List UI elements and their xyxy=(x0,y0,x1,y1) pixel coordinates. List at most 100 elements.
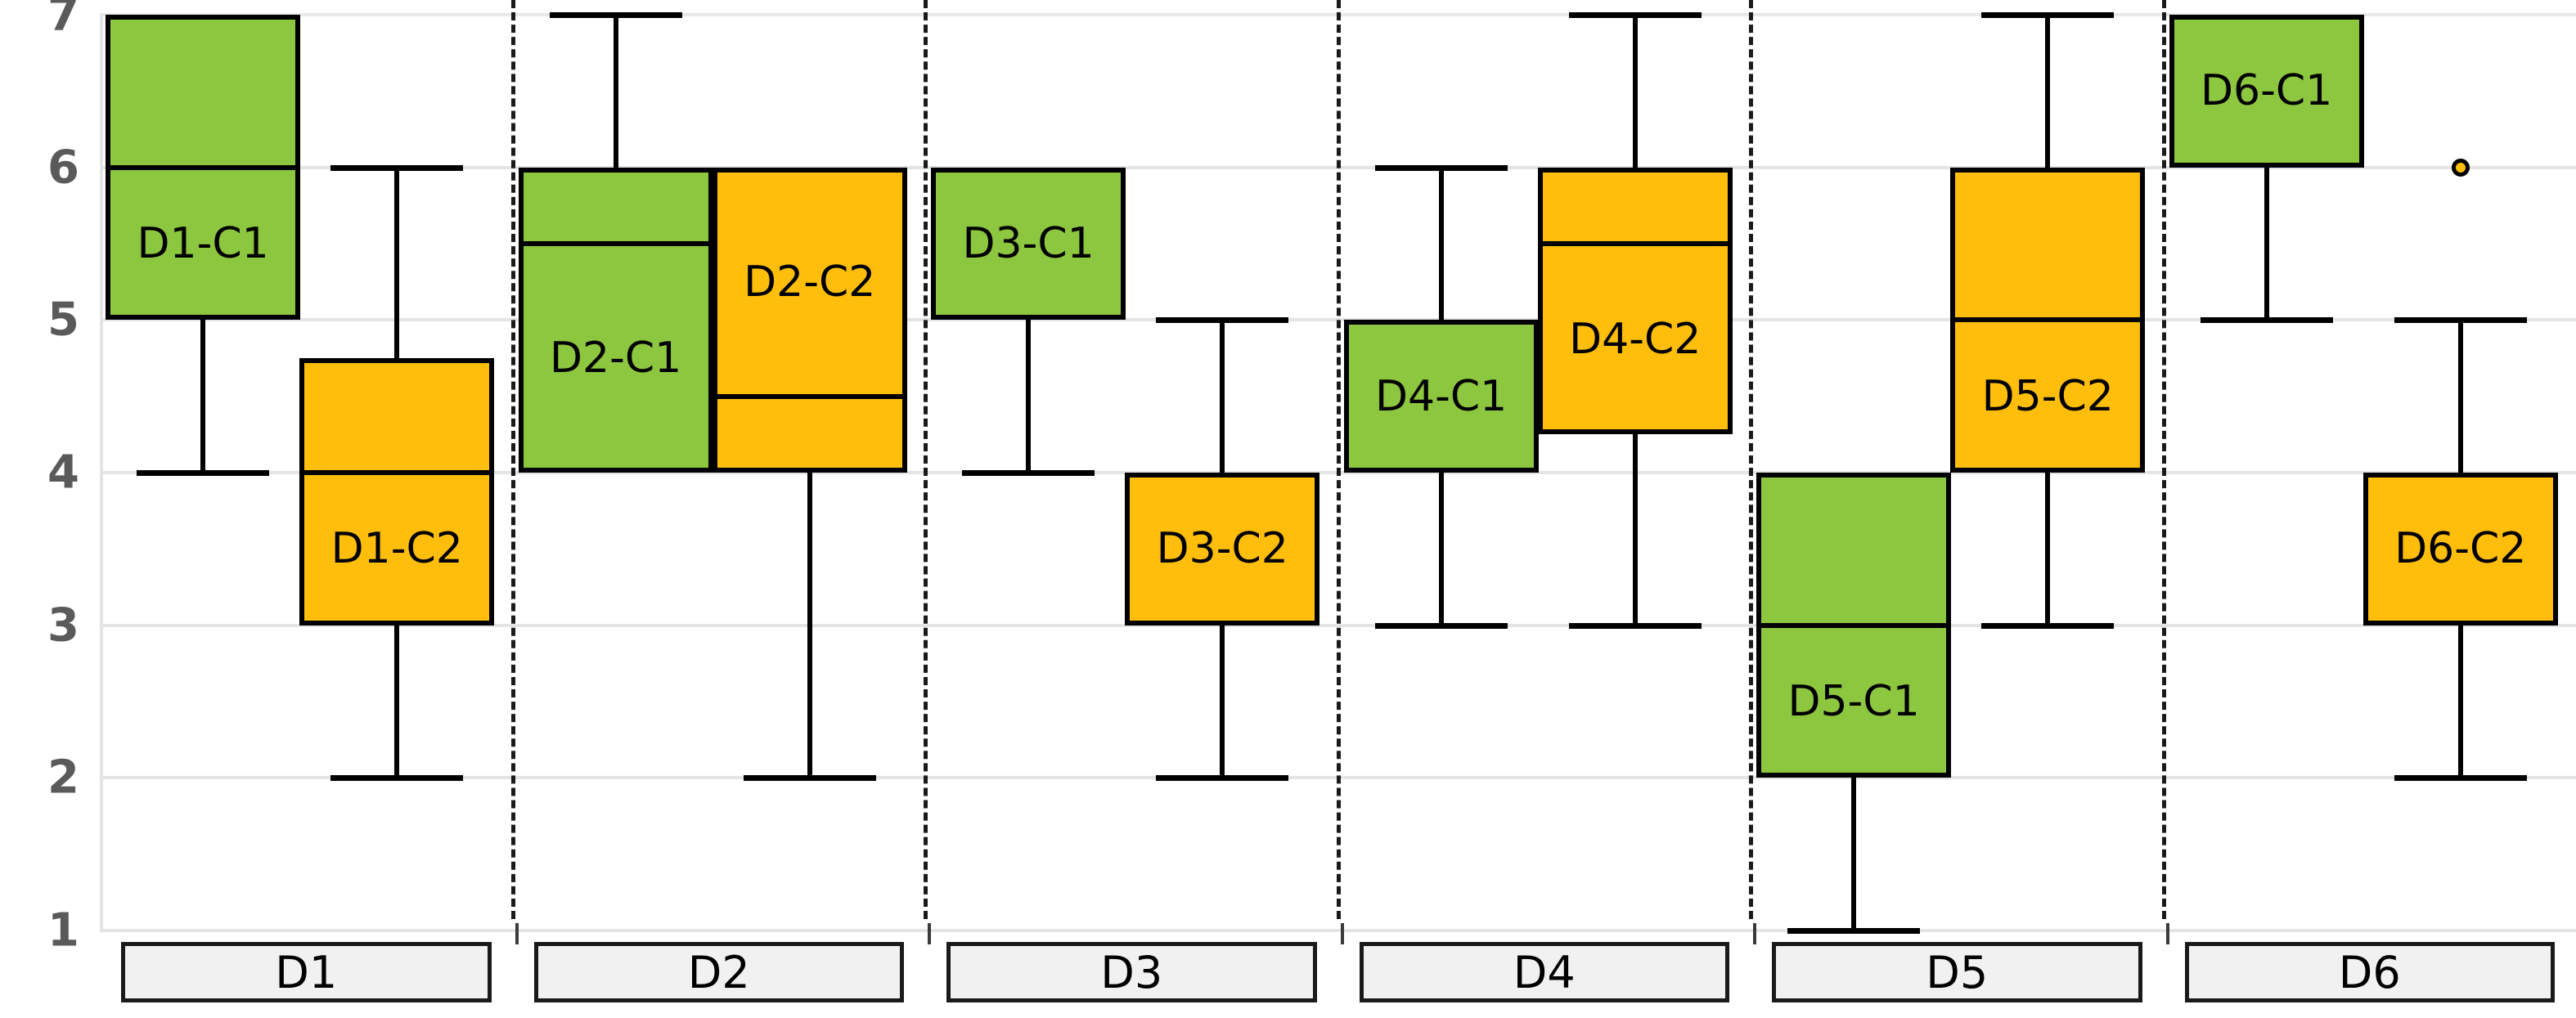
box-d1-c2[interactable]: D1-C2 xyxy=(299,358,495,626)
whisker-cap-lower-D3-C2 xyxy=(1156,775,1289,782)
box-d6-c1[interactable]: D6-C1 xyxy=(2169,15,2364,168)
box-d5-c2[interactable]: D5-C2 xyxy=(1950,167,2146,473)
whisker-cap-lower-D1-C1 xyxy=(137,470,270,476)
x-axis-group-d6[interactable]: D6 xyxy=(2165,923,2555,1002)
box-label-d3-c1: D3-C1 xyxy=(962,218,1095,268)
whisker-cap-lower-D4-C1 xyxy=(1374,622,1508,629)
whisker-lower-D6-C1 xyxy=(2264,167,2269,321)
whisker-lower-D4-C1 xyxy=(1438,473,1444,626)
whisker-upper-D6-C2 xyxy=(2457,320,2463,473)
box-label-d3-c2: D3-C2 xyxy=(1156,524,1288,574)
whisker-cap-lower-D3-C1 xyxy=(962,470,1095,476)
box-d6-c2[interactable]: D6-C2 xyxy=(2362,473,2558,626)
y-tick-label-6: 6 xyxy=(47,141,79,195)
y-axis: 1 2 3 4 5 6 7 xyxy=(0,0,97,957)
y-tick-label-2: 2 xyxy=(47,751,79,805)
y-tick-label-1: 1 xyxy=(47,904,79,957)
whisker-cap-lower-D5-C1 xyxy=(1787,928,1921,934)
median-line-d1-c2 xyxy=(304,470,490,475)
whisker-cap-lower-D6-C2 xyxy=(2394,775,2527,782)
whisker-lower-D1-C1 xyxy=(200,320,206,473)
box-d4-c1[interactable]: D4-C1 xyxy=(1343,320,1539,473)
whisker-lower-D5-C2 xyxy=(2045,473,2051,626)
whisker-cap-upper-D3-C2 xyxy=(1156,317,1289,324)
x-tick-2 xyxy=(928,923,931,944)
whisker-upper-D1-C2 xyxy=(394,167,400,358)
whisker-cap-lower-D2-C2 xyxy=(743,775,876,782)
y-tick-label-3: 3 xyxy=(47,599,79,653)
whisker-cap-upper-D4-C2 xyxy=(1568,12,1702,18)
whisker-upper-D5-C2 xyxy=(2045,15,2051,168)
box-label-d6-c1: D6-C1 xyxy=(2200,66,2333,116)
median-line-d1-c1 xyxy=(110,164,296,170)
outlier-point-d6-c2-0 xyxy=(2451,158,2470,177)
box-label-d1-c1: D1-C1 xyxy=(137,219,269,268)
box-d3-c1[interactable]: D3-C1 xyxy=(931,167,1126,321)
whisker-lower-D4-C2 xyxy=(1632,434,1638,626)
x-axis: D1 D2 D3 D4 D5 D6 xyxy=(0,923,2576,1006)
x-axis-group-d1[interactable]: D1 xyxy=(121,942,492,1002)
box-label-d4-c1: D4-C1 xyxy=(1374,371,1508,421)
box-label-d2-c1: D2-C1 xyxy=(549,333,682,383)
whisker-upper-D2-C1 xyxy=(613,15,618,168)
median-line-d4-c2 xyxy=(1542,240,1728,246)
box-d2-c1[interactable]: D2-C1 xyxy=(518,167,713,473)
x-axis-group-d2[interactable]: D2 xyxy=(515,923,904,1002)
group-separator-2 xyxy=(924,0,928,919)
y-axis-spine xyxy=(100,15,103,932)
whisker-lower-D5-C1 xyxy=(1851,778,1857,931)
whisker-upper-D4-C1 xyxy=(1438,167,1444,321)
median-line-d5-c1 xyxy=(1761,622,1947,628)
whisker-cap-upper-D2-C1 xyxy=(549,12,682,18)
box-label-d4-c2: D4-C2 xyxy=(1569,314,1702,364)
whisker-upper-D4-C2 xyxy=(1632,15,1638,168)
box-d4-c2[interactable]: D4-C2 xyxy=(1537,167,1733,435)
group-separator-5 xyxy=(2161,0,2166,919)
x-axis-group-d3[interactable]: D3 xyxy=(928,923,1317,1002)
group-separator-1 xyxy=(510,0,515,919)
median-line-d2-c1 xyxy=(523,240,708,246)
box-label-d6-c2: D6-C2 xyxy=(2394,524,2527,574)
y-tick-label-4: 4 xyxy=(47,446,79,500)
box-d1-c1[interactable]: D1-C1 xyxy=(106,15,301,321)
whisker-cap-lower-D1-C2 xyxy=(330,775,464,782)
box-label-d1-c2: D1-C2 xyxy=(330,524,463,574)
whisker-upper-D3-C2 xyxy=(1220,320,1225,473)
box-d2-c2[interactable]: D2-C2 xyxy=(712,167,907,473)
median-line-d2-c2 xyxy=(717,393,902,399)
group-separator-3 xyxy=(1336,0,1341,919)
x-axis-group-d5[interactable]: D5 xyxy=(1753,923,2142,1002)
whisker-cap-upper-D5-C2 xyxy=(1981,12,2115,18)
whisker-cap-upper-D1-C2 xyxy=(330,164,464,171)
whisker-lower-D1-C2 xyxy=(394,625,400,778)
whisker-cap-upper-D6-C2 xyxy=(2394,317,2527,324)
whisker-cap-upper-D4-C1 xyxy=(1374,164,1508,171)
y-tick-label-5: 5 xyxy=(47,293,79,347)
whisker-cap-lower-D6-C1 xyxy=(2200,317,2333,324)
y-tick-label-7: 7 xyxy=(47,0,79,42)
x-axis-group-label-d3: D3 xyxy=(1100,946,1163,998)
box-label-d5-c2: D5-C2 xyxy=(1981,371,2114,421)
whisker-lower-D3-C2 xyxy=(1220,625,1225,778)
x-tick-5 xyxy=(2165,923,2169,944)
whisker-lower-D2-C2 xyxy=(807,473,812,778)
x-tick-4 xyxy=(1753,923,1756,944)
gridline-1 xyxy=(100,929,2576,932)
whisker-cap-lower-D4-C2 xyxy=(1568,622,1702,629)
x-axis-group-label-d4: D4 xyxy=(1513,946,1576,998)
x-axis-group-label-d1: D1 xyxy=(275,946,338,998)
box-label-d5-c1: D5-C1 xyxy=(1787,677,1920,726)
whisker-lower-D6-C2 xyxy=(2457,625,2463,778)
whisker-cap-lower-D5-C2 xyxy=(1981,622,2115,629)
x-axis-group-label-d5: D5 xyxy=(1926,946,1989,998)
x-axis-group-label-d2: D2 xyxy=(687,946,750,998)
box-d5-c1[interactable]: D5-C1 xyxy=(1756,473,1952,778)
median-line-d5-c2 xyxy=(1955,317,2141,323)
box-d3-c2[interactable]: D3-C2 xyxy=(1125,473,1320,626)
whisker-lower-D3-C1 xyxy=(1026,320,1032,473)
x-axis-group-d4[interactable]: D4 xyxy=(1340,923,1729,1002)
box-label-d2-c2: D2-C2 xyxy=(744,257,876,307)
x-tick-1 xyxy=(515,923,519,944)
